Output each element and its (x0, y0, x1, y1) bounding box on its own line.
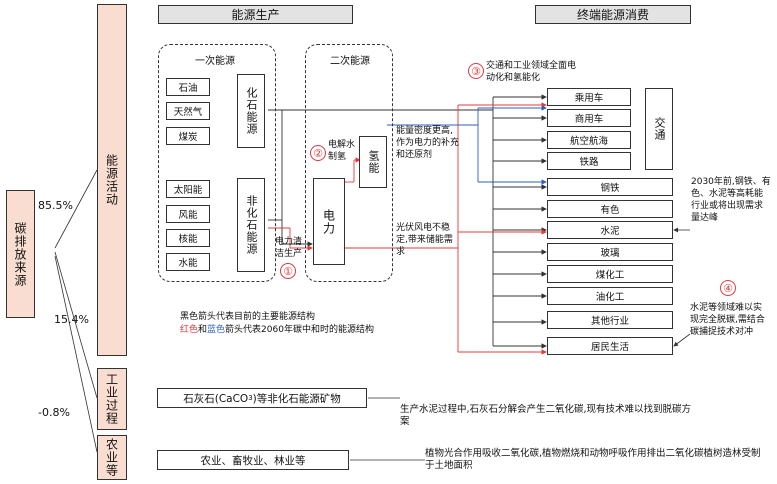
note-peak-2030: 2030年前,钢铁、有色、水泥等高耗能行业或将出现需求量达峰 (691, 177, 771, 223)
consume-aviation-shipping: 航空航海 (547, 131, 631, 149)
header-production: 能源生产 (158, 5, 353, 24)
note-ccs: 水泥等领域难以实现完全脱碳,需结合碳捕捉技术对冲 (690, 303, 765, 337)
carbon-source-box: 碳排放来源 (6, 190, 35, 318)
consume-other-industry: 其他行业 (547, 311, 673, 329)
pct-industry: 15.4% (54, 313, 89, 326)
marker-1: ① (280, 263, 296, 279)
secondary-energy-title: 二次能源 (330, 56, 370, 67)
consume-oil-chemical: 油化工 (547, 287, 673, 305)
consume-coal-chemical: 煤化工 (547, 265, 673, 283)
consume-nonferrous: 有色 (547, 200, 673, 218)
note-hydrogen-supplement: 能量密度更高,作为电力的补充和还原剂 (396, 126, 460, 160)
consume-residential: 居民生活 (547, 337, 673, 355)
fossil-group: 化石能源 (237, 74, 265, 148)
consume-railway: 铁路 (547, 152, 631, 170)
legend-colors: 红色和蓝色箭头代表2060年碳中和时的能源结构 (180, 324, 374, 336)
fossil-gas: 天然气 (166, 102, 210, 120)
activity-agri-box: 农业等 (97, 435, 127, 480)
legend-blue-word: 蓝色 (207, 325, 226, 335)
pct-energy: 85.5% (38, 199, 73, 212)
limestone-subscript: 3 (248, 394, 253, 402)
legend-black: 黑色箭头代表目前的主要能源结构 (180, 312, 316, 322)
note-electrify: 交通和工业领域全面电动化和氢能化 (486, 61, 577, 83)
consume-commercial-car: 商用车 (547, 109, 631, 127)
limestone-text-after: )等非化石能源矿物 (252, 392, 341, 405)
nonfossil-wind: 风能 (166, 205, 210, 223)
consume-steel: 钢铁 (547, 178, 673, 196)
marker-2: ② (310, 145, 326, 161)
nonfossil-group: 非化石能源 (237, 178, 265, 272)
consume-glass: 玻璃 (547, 243, 673, 261)
primary-energy-container (158, 44, 276, 282)
header-consumption: 终端能源消费 (535, 5, 691, 24)
nonfossil-solar: 太阳能 (166, 180, 210, 198)
note-clean-power: 电力清洁生产 (275, 237, 303, 259)
secondary-energy-container (305, 44, 393, 282)
note-pv-wind: 光伏风电不稳定,带来储能需求 (396, 223, 453, 257)
fossil-coal: 煤炭 (166, 127, 210, 145)
pct-agri: -0.8% (38, 406, 70, 419)
primary-energy-title: 一次能源 (195, 56, 235, 67)
activity-industry-box: 工业过程 (97, 368, 127, 430)
transport-group: 交通 (645, 88, 673, 170)
consume-cement: 水泥 (547, 221, 673, 239)
limestone-text-before: 石灰石(CaCO (183, 392, 249, 405)
consume-passenger-car: 乘用车 (547, 88, 631, 106)
agriculture-box: 农业、畜牧业、林业等 (157, 450, 349, 470)
electric-box: 电力 (313, 178, 345, 265)
note-cement-process: 生产水泥过程中,石灰石分解会产生二氧化碳,现有技术难以找到脱碳方案 (400, 404, 692, 427)
nonfossil-hydro: 水能 (166, 253, 210, 271)
fossil-oil: 石油 (166, 78, 210, 96)
hydrogen-box: 氢能 (359, 136, 387, 188)
marker-4: ④ (720, 280, 736, 296)
legend-red-word: 红色 (180, 325, 199, 335)
note-electrolysis: 电解水制氢 (328, 140, 356, 162)
activity-energy-box: 能源活动 (97, 4, 127, 356)
nonfossil-nuclear: 核能 (166, 229, 210, 247)
marker-3: ③ (468, 63, 484, 79)
legend-rest: 箭头代表2060年碳中和时的能源结构 (225, 325, 374, 335)
legend-and: 和 (198, 325, 208, 335)
note-agri: 植物光合作用吸收二氧化碳,植物燃烧和动物呼吸作用排出二氧化碳植树造林受制于土地面… (425, 448, 761, 471)
